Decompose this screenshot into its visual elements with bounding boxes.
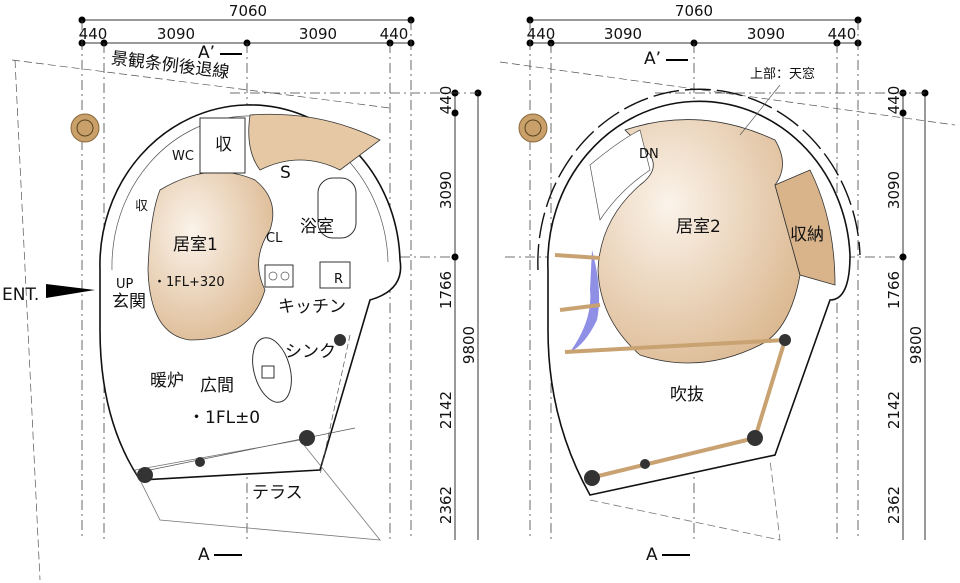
fireplace-label: 暖炉 — [150, 371, 184, 391]
dim-height-3-2f: 1766 — [885, 271, 903, 309]
plan-1f: 7060 440 3090 3090 440 440 3090 1766 214… — [2, 2, 482, 581]
bath-label: 浴室 — [300, 217, 334, 237]
skylight-note: 上部：天窓 — [750, 66, 815, 82]
void-pond — [570, 250, 600, 352]
column — [747, 430, 763, 446]
dim-height-1-2f: 440 — [885, 86, 903, 115]
dim-width-4: 440 — [380, 25, 409, 43]
dim-width-2-2f: 3090 — [604, 25, 642, 43]
down-label: DN — [639, 147, 659, 162]
room1-floor — [147, 171, 274, 341]
dim-height-4-2f: 2142 — [885, 391, 903, 429]
dim-overall-width: 7060 — [229, 2, 267, 20]
dim-overall-width-2f: 7060 — [675, 2, 713, 20]
dim-overall-height-2f: 9800 — [907, 326, 925, 364]
column — [640, 459, 650, 469]
section-bottom-label: A — [198, 545, 210, 565]
column — [584, 470, 600, 486]
dim-width-1-2f: 440 — [527, 25, 556, 43]
dim-height-3: 1766 — [437, 271, 455, 309]
wc-label: WC — [172, 149, 194, 164]
dim-height-1: 440 — [437, 86, 455, 115]
column — [334, 334, 346, 346]
refrigerator-label: R — [334, 272, 343, 287]
entrance-label: 玄関 — [112, 292, 146, 312]
entry-label: ENT. — [2, 285, 39, 305]
entry-arrow-icon — [46, 284, 95, 298]
dim-height-5: 2362 — [437, 486, 455, 524]
setback-line — [11, 59, 391, 109]
room2-floor — [597, 119, 801, 364]
hall-level: ・1FL±0 — [188, 408, 260, 428]
up-label: UP — [116, 277, 134, 292]
column — [299, 430, 315, 446]
column — [779, 334, 791, 346]
dim-height-2-2f: 3090 — [885, 171, 903, 209]
column — [137, 467, 153, 483]
tree-icon — [70, 113, 100, 143]
room1-label: 居室1 — [173, 235, 218, 255]
void-label: 吹抜 — [670, 385, 704, 405]
tree-icon — [518, 113, 548, 143]
sink-island — [252, 337, 292, 403]
plan-2f: 7060 440 3090 3090 440 440 3090 1766 214… — [499, 2, 956, 565]
room1-level: ・1FL+320 — [153, 275, 225, 290]
beams — [554, 253, 787, 480]
kitchen-label: キッチン — [278, 297, 346, 317]
storage-label-2f: 収納 — [790, 225, 824, 245]
hall-label: 広間 — [200, 376, 234, 396]
kitchen-stove — [264, 264, 294, 288]
dim-height-5-2f: 2362 — [885, 486, 903, 524]
storage-area-2f — [774, 169, 836, 286]
sink-label: シンク — [285, 342, 336, 362]
section-bottom-label-2f: A — [646, 545, 658, 565]
storage-s-area — [248, 113, 381, 171]
storage-room — [199, 117, 246, 174]
dim-width-3: 3090 — [299, 25, 337, 43]
column — [195, 457, 205, 467]
dim-width-1: 440 — [79, 25, 108, 43]
dim-height-2: 3090 — [437, 171, 455, 209]
dim-height-4: 2142 — [437, 391, 455, 429]
section-top-label: A’ — [198, 43, 215, 63]
dim-width-3-2f: 3090 — [747, 25, 785, 43]
refrigerator — [319, 261, 351, 289]
storage-left-label: 収 — [135, 199, 148, 214]
closet-label: CL — [266, 231, 283, 246]
dim-width-2: 3090 — [157, 25, 195, 43]
storage-s-label: S — [280, 163, 291, 183]
storage-top-label: 収 — [215, 135, 232, 155]
terrace-label: テラス — [252, 483, 303, 503]
dim-overall-height: 9800 — [460, 326, 478, 364]
terrace-area — [134, 439, 381, 541]
stair — [589, 129, 651, 221]
room2-label: 居室2 — [676, 217, 721, 237]
section-top-label-2f: A’ — [644, 49, 661, 69]
bathtub — [317, 177, 357, 239]
dim-width-4-2f: 440 — [828, 25, 857, 43]
